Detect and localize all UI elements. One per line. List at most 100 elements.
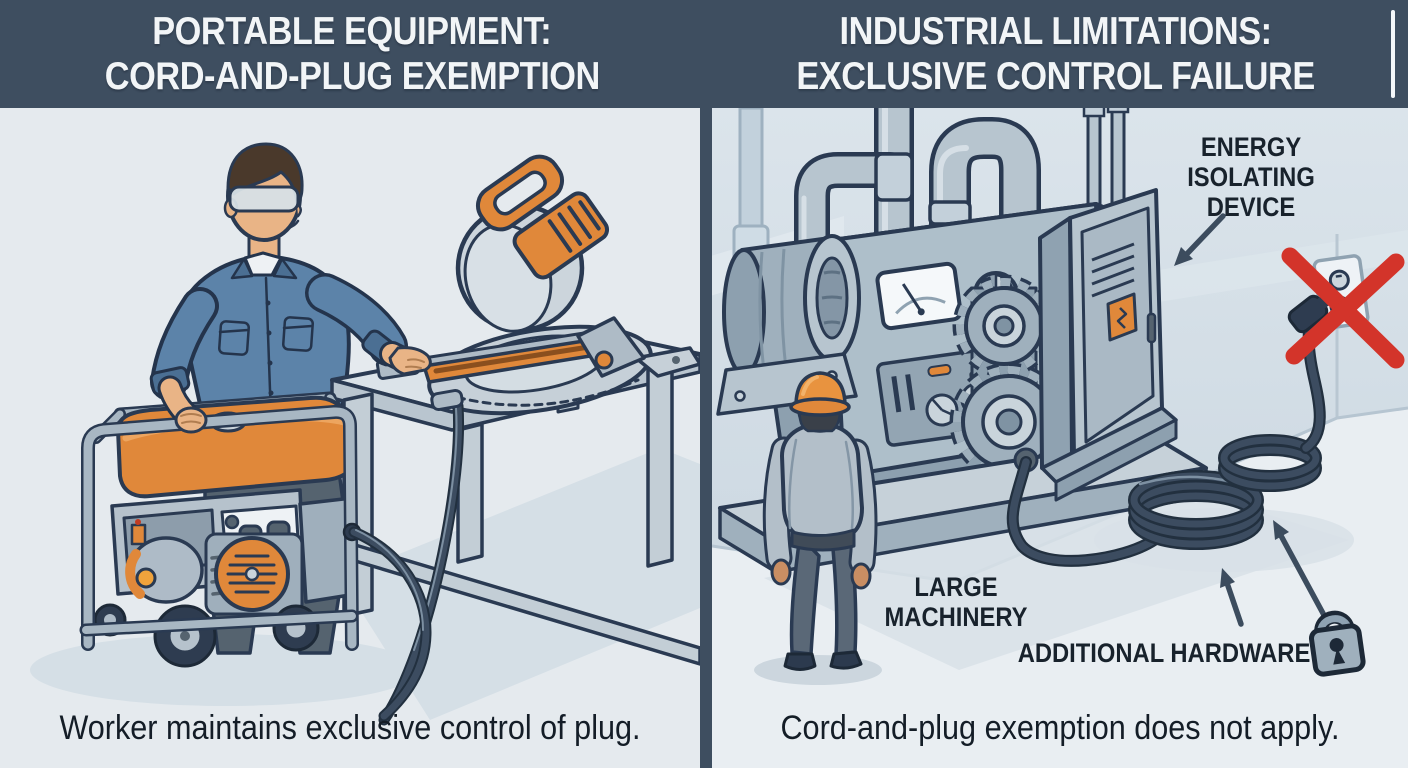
small-outlet (224, 514, 240, 530)
cabinet-base-front (1054, 418, 1178, 502)
table-leg-right (646, 363, 674, 568)
motor-vents (821, 270, 843, 325)
panel-divider (700, 0, 712, 768)
frame-tube (83, 407, 357, 649)
arrow-to-cord-1 (1223, 577, 1244, 627)
header-right-line1: INDUSTRIAL LIMITATIONS: (839, 10, 1273, 53)
fan-hub (244, 566, 260, 582)
finger-lines (180, 413, 202, 424)
worker-right-arm (305, 273, 432, 380)
thin-pipe (1110, 108, 1126, 208)
table-leg-middle (456, 422, 484, 564)
analog-gauge (875, 261, 963, 331)
pipe-tee (874, 152, 914, 202)
red-x-icon (1281, 247, 1405, 369)
orange-indicator (927, 364, 952, 377)
cabinet-side (1038, 216, 1074, 470)
worker-belt (790, 528, 856, 552)
saw-motor (512, 191, 610, 280)
header-left-line1: PORTABLE EQUIPMENT: (152, 10, 552, 53)
button (266, 330, 272, 336)
machine-cord (1006, 318, 1326, 567)
hand-left (770, 558, 792, 586)
wall-ledge (1134, 230, 1408, 306)
workpiece-stripe (433, 341, 611, 374)
hard-hat-brim (789, 397, 851, 417)
pipe-cap (1082, 108, 1106, 118)
motor-ribs (758, 248, 788, 373)
miter-saw (422, 154, 700, 416)
blower-ring (125, 549, 145, 599)
thin-pipe (1086, 110, 1102, 216)
collar-right (272, 257, 298, 280)
chest-pocket-right (282, 316, 314, 352)
label-energy-isolating-device: ENERGY ISOLATING DEVICE (1187, 132, 1315, 222)
right-hand (388, 346, 432, 376)
header-right-line2: EXCLUSIVE CONTROL FAILURE (796, 55, 1316, 98)
safety-glasses-icon (228, 185, 300, 213)
portable-generator (79, 391, 432, 722)
hat-highlight (801, 375, 819, 396)
bolt (734, 390, 746, 402)
cord-connector (430, 388, 464, 412)
energy-isolating-cabinet (1038, 188, 1178, 502)
arrowhead (1220, 568, 1235, 588)
pocket-flap (282, 324, 314, 330)
header-left: PORTABLE EQUIPMENT: CORD-AND-PLUG EXEMPT… (0, 0, 704, 108)
worker-jacket (780, 422, 864, 543)
keyhole (1333, 648, 1346, 665)
annotation-arrows (1174, 213, 1328, 627)
motor-end (722, 248, 766, 376)
frame-bottom-rail (82, 612, 356, 634)
chest-pocket-left (218, 320, 250, 356)
collar-left (230, 257, 254, 280)
cabinet-handle (1146, 312, 1157, 344)
header-right: INDUSTRIAL LIMITATIONS: EXCLUSIVE CONTRO… (704, 0, 1408, 108)
warning-glyph (1116, 307, 1128, 329)
left-panel: Worker maintains exclusive control of pl… (0, 108, 700, 768)
right-caption: Cord-and-plug exemption does not apply. (780, 709, 1340, 747)
header-edge-rule (1391, 10, 1395, 98)
button (267, 360, 273, 366)
header-left-line2: CORD-AND-PLUG EXEMPTION (104, 55, 600, 98)
saw-foot-right (634, 346, 700, 378)
worker-mouth (286, 219, 300, 230)
power-switch (130, 523, 147, 546)
label-large-machinery: LARGE MACHINERY (884, 572, 1028, 632)
indicator-dot (135, 519, 141, 525)
cord-highlight (355, 529, 424, 631)
bolt (672, 356, 680, 364)
jacket-seams (788, 438, 854, 530)
saw-turntable-teeth (443, 378, 640, 407)
label-additional-hardware: ADDITIONAL HARDWARE (1017, 638, 1311, 668)
saw-pivot-arm (576, 316, 646, 378)
left-hand (174, 406, 208, 434)
worker-shadow (754, 655, 882, 685)
generator-cord (350, 528, 430, 720)
padlock-icon (1308, 610, 1366, 677)
arrow-to-cord-2 (1276, 529, 1328, 620)
wheel-hub (180, 631, 190, 641)
pocket-flap (218, 328, 250, 334)
saw-handle (475, 154, 565, 232)
button (265, 300, 271, 306)
cabinet-vents (1091, 242, 1135, 298)
blower-dot (135, 567, 157, 589)
shoe-left (783, 652, 817, 671)
hand-right (850, 562, 872, 590)
pipe-cap (1106, 108, 1130, 114)
right-illustration (712, 108, 1408, 768)
arrowhead (1174, 247, 1193, 266)
shoe-right (829, 650, 863, 670)
left-caption: Worker maintains exclusive control of pl… (59, 709, 641, 747)
right-panel: ENERGY ISOLATING DEVICE LARGE MACHINERY … (712, 108, 1408, 768)
table-shadow (340, 448, 700, 720)
saw-hinge-knob (594, 350, 614, 370)
worker-left-hand (157, 375, 208, 434)
button (268, 390, 274, 396)
worker-hair (226, 142, 304, 205)
left-illustration (0, 108, 700, 768)
finger-lines (405, 358, 425, 369)
arrowhead (1273, 520, 1289, 540)
